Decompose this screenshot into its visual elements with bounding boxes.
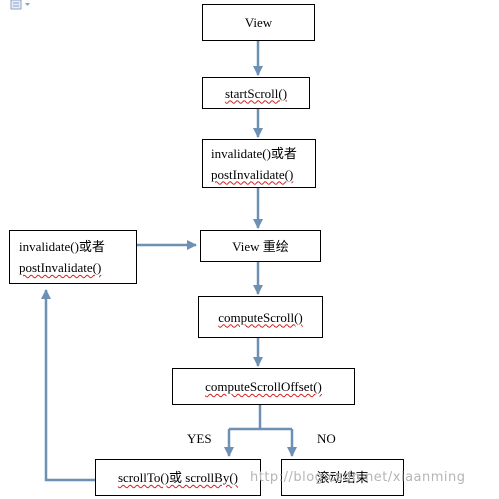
start-scroll-label: startScroll() [224, 85, 288, 101]
compute-scroll-box: computeScroll() [198, 296, 323, 338]
view-redraw-box: View 重绘 [200, 230, 321, 262]
left-invalidate-line2: postInvalidate() [19, 260, 102, 275]
left-invalidate-line1: invalidate()或者 [19, 239, 105, 254]
invalidate-box: invalidate()或者 postInvalidate() [202, 139, 316, 188]
view-redraw-label: View 重绘 [232, 238, 289, 254]
compute-scroll-label: computeScroll() [218, 309, 303, 325]
left-invalidate-box: invalidate()或者 postInvalidate() [9, 230, 137, 284]
scroll-to-by-label: scrollTo()或 scrollBy() [117, 470, 239, 485]
view-label: View [244, 15, 273, 30]
start-scroll-box: startScroll() [202, 77, 310, 109]
yes-label: YES [187, 431, 212, 446]
document-icon[interactable] [10, 0, 34, 10]
watermark-text: http://blog.csdn.net/xiaanming [250, 470, 466, 485]
invalidate-line2: postInvalidate() [211, 166, 294, 182]
compute-scroll-offset-label: computeScrollOffset() [205, 379, 322, 394]
scroll-end-label: 滚动结束 [316, 470, 369, 485]
no-label: NO [317, 431, 336, 446]
view-box: View [202, 4, 315, 41]
arrow-loop-back [41, 289, 95, 482]
compute-scroll-offset-box: computeScrollOffset() [172, 368, 355, 405]
invalidate-line1: invalidate()或者 [211, 145, 297, 161]
scroll-end-box: 滚动结束 [281, 459, 404, 496]
scroll-to-by-box: scrollTo()或 scrollBy() [95, 459, 261, 496]
